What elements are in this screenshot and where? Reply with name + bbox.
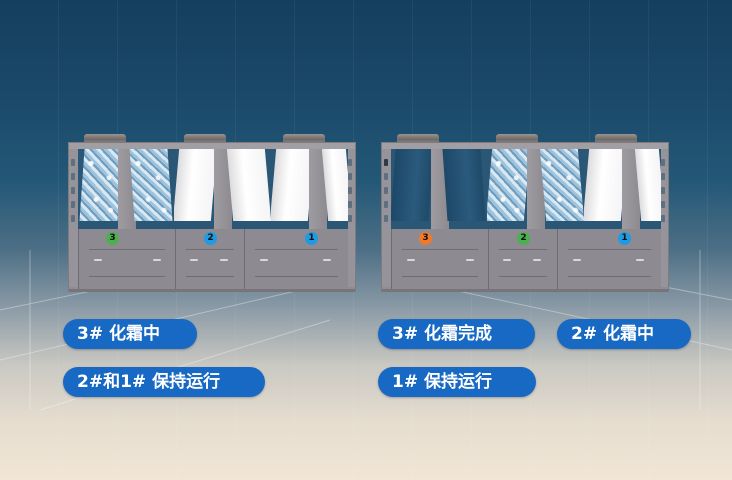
fan-top (283, 134, 325, 143)
defrosted-coil (442, 149, 486, 221)
module-1-panel: 1 (244, 229, 348, 289)
status-label-2-and-1-running: 2#和1# 保持运行 (63, 367, 265, 397)
defrosted-coil (391, 149, 434, 221)
module-badge: 1 (305, 232, 318, 245)
unit-frame: 3 2 1 (381, 142, 669, 292)
module-2-panel: 2 (488, 229, 557, 289)
status-label-3-defrosting: 3# 化霜中 (63, 319, 197, 349)
unit-frame: 3 2 1 (68, 142, 356, 292)
module-2-panel: 2 (175, 229, 244, 289)
fan-top (496, 134, 538, 143)
module-badge: 2 (204, 232, 217, 245)
status-label-2-defrosting: 2# 化霜中 (557, 319, 691, 349)
module-badge: 1 (618, 232, 631, 245)
frosted-coil (539, 149, 584, 221)
right-heat-pump-unit: 3 2 1 (381, 134, 671, 294)
fan-top (595, 134, 637, 143)
frosted-coil (79, 149, 123, 221)
fan-top (184, 134, 226, 143)
module-3-panel: 3 (391, 229, 488, 289)
module-badge: 2 (517, 232, 530, 245)
fan-top (397, 134, 439, 143)
status-label-3-defrost-complete: 3# 化霜完成 (378, 319, 535, 349)
frosted-coil (129, 149, 173, 221)
clean-coil (584, 149, 628, 221)
status-label-1-running: 1# 保持运行 (378, 367, 536, 397)
module-badge: 3 (106, 232, 119, 245)
frosted-coil (487, 149, 531, 221)
clean-coil (271, 149, 315, 221)
fan-top (84, 134, 126, 143)
left-heat-pump-unit: 3 2 1 (68, 134, 358, 294)
module-badge: 3 (419, 232, 432, 245)
clean-coil (174, 149, 218, 221)
module-1-coil-bay (584, 149, 661, 231)
module-3-coil-bay (78, 149, 174, 231)
module-3-panel: 3 (78, 229, 175, 289)
module-2-coil-bay (487, 149, 584, 231)
module-2-coil-bay (174, 149, 271, 231)
module-3-coil-bay (391, 149, 487, 231)
clean-coil (226, 149, 271, 221)
module-1-panel: 1 (557, 229, 661, 289)
module-1-coil-bay (271, 149, 348, 231)
